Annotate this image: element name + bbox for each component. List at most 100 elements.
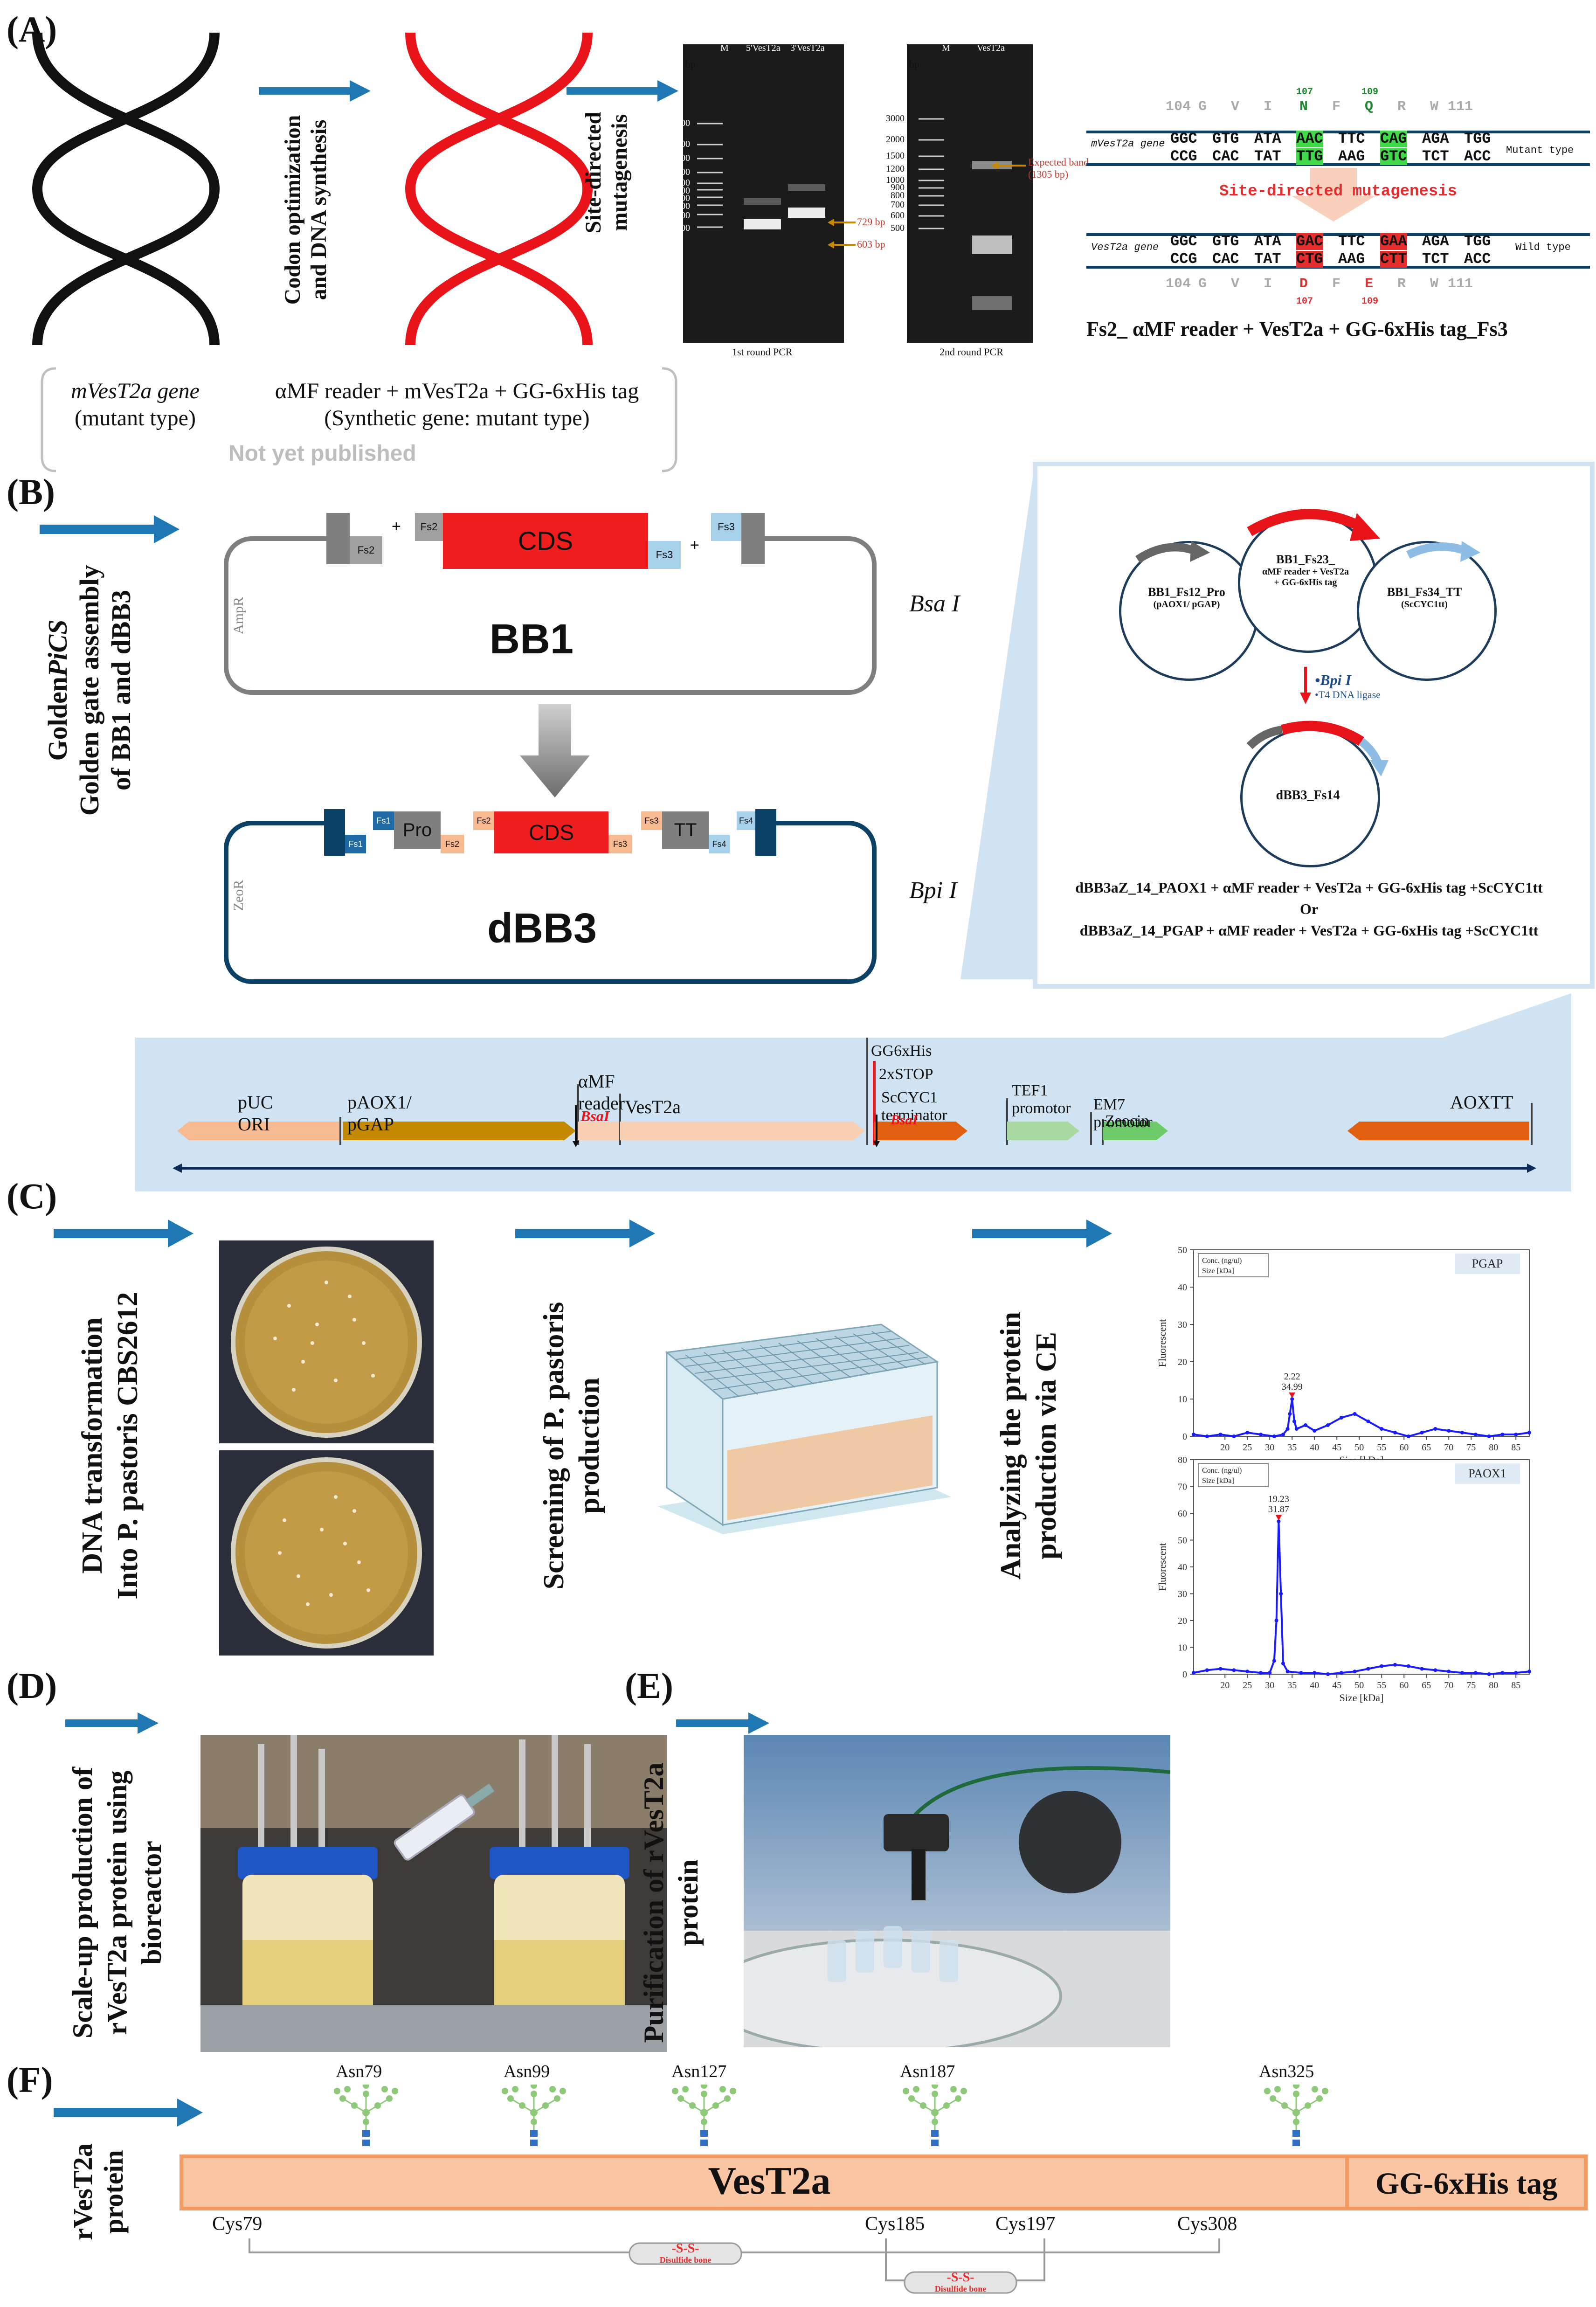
chart-title: PGAP: [1472, 1257, 1503, 1270]
mutant-gene-label: mVesT2a gene: [1091, 138, 1165, 150]
y-tick-label: 20: [1178, 1357, 1187, 1367]
series-point: [1406, 1664, 1410, 1668]
codon-highlight: AAC: [1296, 130, 1323, 147]
dbb3-circle: [1240, 727, 1380, 867]
y-tick-label: 80: [1178, 1455, 1187, 1465]
glycan-label: Asn325: [1259, 2062, 1314, 2081]
arrow-right-icon: [40, 515, 180, 543]
pro-block: Pro: [394, 811, 441, 849]
series-point: [1473, 1433, 1478, 1436]
disulfide-bond-1: -S-S- Disulfide bone: [629, 2242, 741, 2265]
ladder-label: 500: [891, 223, 905, 233]
wt-gene-label: VesT2a gene: [1091, 242, 1159, 253]
ladder-label: 1500: [671, 153, 690, 163]
panel-c-label: (C): [7, 1176, 57, 1216]
glycan-trees: [333, 2085, 1329, 2147]
fs3-tag: Fs3: [711, 513, 741, 541]
ss-label: -S-S-: [947, 2270, 974, 2285]
chart-title: PAOX1: [1468, 1467, 1506, 1480]
series-point: [1279, 1592, 1283, 1596]
legend-entry: Size [kDa]: [1202, 1477, 1234, 1485]
x-tick-label: 80: [1489, 1442, 1498, 1453]
step-codon-line1: Codon optimization: [280, 115, 305, 305]
y-tick-label: 40: [1178, 1562, 1187, 1573]
y-tick-label: 10: [1178, 1643, 1187, 1653]
cys-label: Cys308: [1177, 2213, 1237, 2235]
step-analyzing: Analyzing the protein production via CE: [993, 1282, 1064, 1609]
cys-label: Cys79: [212, 2213, 263, 2235]
aa: W: [1430, 99, 1439, 115]
ladder-label: 1000: [886, 175, 905, 185]
ss-label: -S-S-: [671, 2241, 699, 2256]
aa: 104: [1166, 99, 1191, 115]
codon: AGA: [1422, 233, 1449, 250]
wt-type-label: Wild type: [1515, 242, 1571, 253]
plus: +: [690, 536, 699, 554]
plot-area: [1193, 1459, 1530, 1675]
gel1-lane-m: M: [720, 43, 729, 53]
protein-bar: [180, 2155, 1588, 2210]
series-point: [1393, 1431, 1397, 1434]
glycan-label: Asn127: [671, 2062, 727, 2081]
protein-divider: [1345, 2157, 1349, 2208]
fs1-tag: Fs1: [373, 811, 394, 830]
codon: TTC: [1338, 130, 1365, 147]
mutagenesis-arrow-icon: [1292, 168, 1375, 222]
y-axis-label: Fluorescent: [1156, 1319, 1168, 1367]
gel1-bp: bp: [685, 58, 696, 70]
fs3-tag: Fs3: [641, 811, 662, 830]
circ3-line1: BB1_Fs34_TT: [1387, 585, 1462, 599]
aa: I: [1264, 99, 1272, 115]
peak-label: 2.22: [1284, 1372, 1300, 1382]
legend-entry: Conc. (ng/ul): [1202, 1257, 1242, 1265]
x-tick-label: 65: [1422, 1680, 1431, 1690]
goldenpics-line: GoldenPiCS: [42, 527, 74, 853]
map-bsa2: BsaI: [891, 1112, 918, 1128]
x-tick-label: 70: [1444, 1442, 1453, 1453]
bpi-enzyme-small: •Bpi I: [1315, 672, 1351, 688]
ladder-label: 700: [891, 200, 905, 210]
purification-text: Purification of rVesT2a protein: [636, 1725, 705, 2080]
codon-highlight: CTG: [1296, 250, 1323, 268]
series-point: [1313, 1429, 1317, 1433]
series-point: [1272, 1659, 1276, 1663]
tt-block: TT: [662, 811, 709, 849]
x-tick-label: 75: [1466, 1680, 1476, 1690]
ladder-label: 3000: [886, 113, 905, 124]
fs1-tag: Fs1: [345, 835, 366, 853]
legend-box: [1198, 1253, 1269, 1277]
aa: V: [1231, 99, 1240, 115]
pos-107-bottom: 107: [1296, 296, 1313, 307]
map-sccyc: ScCYC1 terminator: [881, 1089, 947, 1124]
x-tick-label: 25: [1243, 1442, 1252, 1453]
codon: AGA: [1422, 130, 1449, 147]
plot-area: [1193, 1249, 1530, 1437]
agar-plate-photo-2: [219, 1450, 434, 1656]
codon: TTC: [1338, 233, 1365, 250]
purification-photo: [744, 1735, 1170, 2047]
scaleup-line1: Scale-up production of: [67, 1767, 98, 2039]
dna1-gene: mVesT2a gene: [71, 379, 200, 403]
step-sdm-line2: mutagenesis: [607, 114, 632, 231]
x-tick-label: 35: [1287, 1442, 1297, 1453]
series-point: [1294, 1427, 1299, 1431]
expected-band-line2: (1305 bp): [1028, 168, 1069, 180]
circ1-line2: (pAOX1/ pGAP): [1153, 599, 1220, 610]
series-point: [1380, 1427, 1384, 1431]
fs3-tag: Fs3: [608, 835, 632, 853]
y-tick-label: 70: [1178, 1482, 1187, 1492]
arrow-left-icon: [991, 162, 1026, 169]
purification-line2: protein: [673, 1859, 704, 1946]
bone-label: Disulfide bone: [659, 2255, 712, 2265]
map-paox: pAOX1/ pGAP: [347, 1092, 412, 1135]
series-point: [1420, 1431, 1424, 1434]
expected-band-line1: Expected band: [1028, 156, 1089, 168]
dbb3-right-cap: [755, 809, 776, 856]
series-point: [1433, 1668, 1437, 1672]
series-point: [1192, 1433, 1195, 1436]
wt-strand-bar: [1086, 266, 1590, 269]
series-point: [1245, 1670, 1250, 1674]
dna2-construct: αMF reader + mVesT2a + GG-6xHis tag: [275, 379, 639, 403]
band-729: 729 bp: [857, 216, 885, 228]
series-point: [1339, 1416, 1343, 1420]
